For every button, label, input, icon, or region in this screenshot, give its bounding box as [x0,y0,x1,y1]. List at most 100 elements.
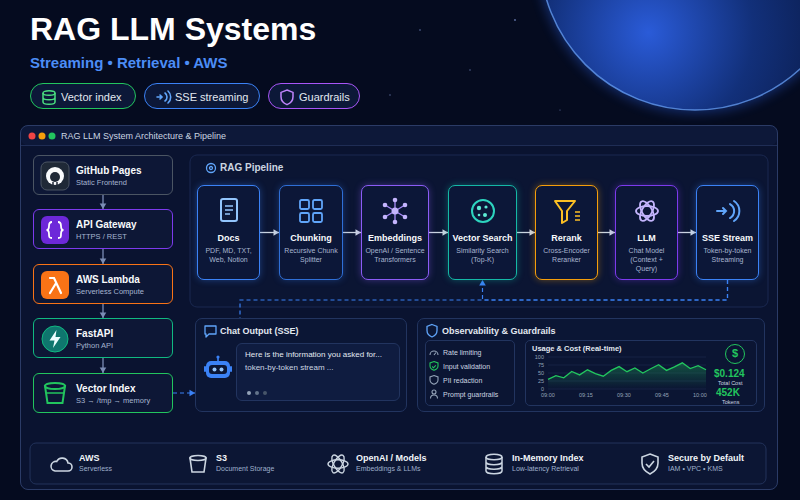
node-content: Rate limitingInput validationPII redacti… [426,341,514,402]
node-text: Python API [76,340,168,351]
node-heading: API Gateway [76,218,168,231]
connector [100,249,107,264]
connector [678,229,696,236]
node-content: Secure by DefaultIAM • VPC • KMS [634,447,762,474]
node-text: Similarity Search (Top-K) [452,246,513,264]
node-content: AWSServerless [45,447,173,474]
node-text: Document Storage [216,464,310,474]
node-heading: Guardrails [299,90,349,104]
node-content: Here is the information you asked for...… [237,344,399,387]
guardrails-panel: Observability & GuardrailsRate limitingI… [417,318,765,412]
connector [598,229,615,236]
node-text: Input validation [426,360,514,374]
node-heading: Docs [201,232,256,244]
feature-item: S3Document Storage [182,447,310,481]
node-content: In-Memory IndexLow-latency Retrieval [478,447,606,474]
chat-bubble: Here is the information you asked for...… [236,343,400,401]
guardrail-list: Rate limitingInput validationPII redacti… [425,340,515,406]
node-text: $0.124 [714,368,745,379]
connector [100,304,107,318]
node-heading: AWS Lambda [76,273,168,286]
node-heading: Here is the information you asked for... [245,350,391,360]
node-content: Vector SearchSimilarity Search (Top-K) [449,186,516,268]
connector-line [483,280,728,300]
connector [100,195,107,209]
node-text: 0 [530,386,544,392]
node-text: 09:00 [541,392,555,398]
node-text: 452K [716,387,740,398]
connector [343,229,361,236]
node-content: RAG LLM System Architecture & Pipeline [21,126,777,142]
node-content: Chat Output (SSE) [196,319,406,337]
service-box: FastAPIPython API [33,318,173,358]
dashed-connector [479,280,727,300]
pipeline-step: SSE StreamToken-by-token Streaming [696,185,759,280]
node-text: OpenAI / Sentence Transformers [365,246,425,264]
node-content: Guardrails [269,84,359,104]
node-content: Usage & Cost (Real-time)100755025009:000… [526,341,756,405]
node-content: LLMChat Model (Context + Query) [616,186,677,277]
node-text: 09:45 [655,392,669,398]
node-content: AWS LambdaServerless Compute [34,265,172,297]
feature-item: AWSServerless [45,447,173,481]
cost-badge: $ [725,344,745,364]
node-content: SSE streaming [145,84,259,104]
node-heading: Observability & Guardrails [442,325,764,337]
node-content: EmbeddingsOpenAI / Sentence Transformers [362,186,428,268]
node-content: OpenAI / ModelsEmbeddings & LLMs [322,447,450,474]
pipeline-step: ChunkingRecursive Chunk Splitter [279,185,343,280]
node-heading: FastAPI [76,327,168,340]
node-text: 09:15 [579,392,593,398]
node-heading: $ [726,345,744,362]
arrow-head [479,280,486,286]
node-heading: RAG LLM System Architecture & Pipeline [61,130,777,142]
node-content: SSE StreamToken-by-token Streaming [697,186,758,268]
node-heading: Chat Output (SSE) [220,325,406,337]
node-text: Cross-Encoder Reranker [539,246,594,264]
node-content: API GatewayHTTPS / REST [34,210,172,242]
node-content: ChunkingRecursive Chunk Splitter [280,186,342,268]
node-content: DocsPDF, MD, TXT, Web, Notion [198,186,259,268]
node-content: FastAPIPython API [34,319,172,351]
node-text: Serverless [79,464,173,474]
node-text: 50 [530,370,544,376]
dashed-connector [173,390,195,397]
pipeline-step: LLMChat Model (Context + Query) [615,185,678,280]
dashed-connector [240,280,728,318]
feature-item: OpenAI / ModelsEmbeddings & LLMs [322,447,450,481]
connector [100,358,107,373]
node-content: S3Document Storage [182,447,310,474]
service-box: Vector IndexS3 → /tmp → memory [33,373,173,413]
pipeline-step: Vector SearchSimilarity Search (Top-K) [448,185,517,280]
pipeline-step: EmbeddingsOpenAI / Sentence Transformers [361,185,429,280]
connector [517,229,535,236]
node-text: Token-by-token Streaming [700,246,755,264]
output-panel: Chat Output (SSE) Here is the information… [195,318,407,412]
node-text: Prompt guardrails [426,388,514,402]
node-heading: SSE Stream [700,232,755,244]
node-heading: Secure by Default [668,452,762,464]
node-heading: Rerank [539,232,594,244]
node-text: 10:00 [693,392,707,398]
node-text: 25 [530,378,544,384]
connector [429,229,448,236]
node-content: Vector IndexS3 → /tmp → memory [34,374,172,406]
node-text: PII redaction [426,374,514,388]
node-heading: S3 [216,452,310,464]
node-text: 100 [530,354,544,360]
node-heading: Chunking [283,232,339,244]
node-text: S3 → /tmp → memory [76,395,168,406]
node-text: HTTPS / REST [76,231,168,242]
node-text: IAM • VPC • KMS [668,464,762,474]
node-text: Static Frontend [76,177,168,188]
section-label: RAG Pipeline [220,162,283,174]
node-content: $ [726,345,744,362]
feature-badge: Guardrails [268,83,360,109]
feature-item: Secure by DefaultIAM • VPC • KMS [634,447,762,481]
page-title: RAG LLM Systems [30,10,316,48]
node-icon [322,447,446,481]
node-heading: Vector index [61,90,125,104]
node-text: 09:30 [617,392,631,398]
node-heading: Embeddings [365,232,425,244]
